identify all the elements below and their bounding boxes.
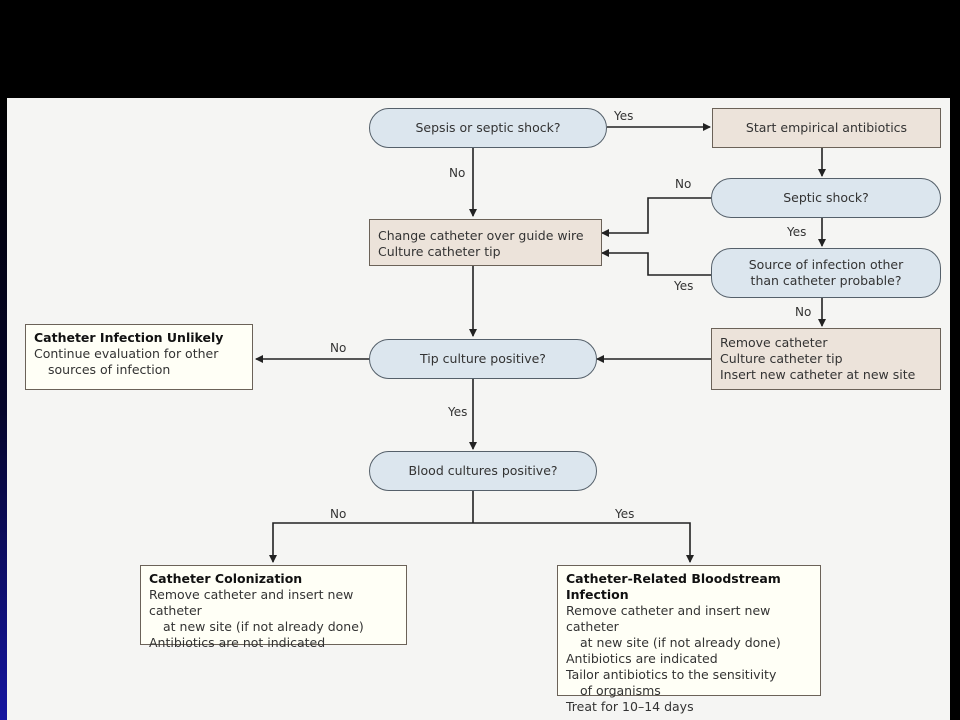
unlikely-line: sources of infection — [48, 362, 171, 377]
label-tip-no: No — [330, 341, 347, 355]
label-source-no: No — [795, 305, 812, 319]
node-tip-culture: Tip culture positive? — [369, 339, 597, 379]
bloodstream-line: Treat for 10–14 days — [566, 699, 694, 714]
edge-shock-no — [601, 197, 711, 237]
unlikely-line: Continue evaluation for other — [34, 346, 219, 361]
edge-source-yes — [601, 249, 711, 276]
node-change-catheter: Change catheter over guide wire Culture … — [369, 219, 602, 266]
node-start-antibiotics: Start empirical antibiotics — [712, 108, 941, 148]
label-shock-yes: Yes — [787, 225, 807, 239]
label-source-yes: Yes — [674, 279, 694, 293]
node-source-infection: Source of infection other than catheter … — [711, 248, 941, 298]
node-remove-catheter: Remove catheter Culture catheter tip Ins… — [711, 328, 941, 390]
bloodstream-line: Antibiotics are indicated — [566, 651, 718, 666]
colonization-line: Antibiotics are not indicated — [149, 635, 326, 650]
label-sepsis-yes: Yes — [614, 109, 634, 123]
bloodstream-line: at new site (if not already done) — [580, 635, 781, 650]
bloodstream-title: Catheter-Related Bloodstream Infection — [566, 571, 781, 602]
node-sepsis: Sepsis or septic shock? — [369, 108, 607, 148]
node-infection-unlikely: Catheter Infection Unlikely Continue eva… — [25, 324, 253, 390]
source-infection-line: than catheter probable? — [750, 273, 902, 288]
node-bloodstream-infection: Catheter-Related Bloodstream Infection R… — [557, 565, 821, 714]
node-blood-cultures: Blood cultures positive? — [369, 451, 597, 491]
label-blood-no: No — [330, 507, 347, 521]
node-septic-shock: Septic shock? — [711, 178, 941, 218]
edge-blood-no — [269, 522, 473, 563]
source-infection-line: Source of infection other — [748, 257, 904, 272]
remove-catheter-line: Remove catheter — [720, 335, 828, 350]
bloodstream-line: Tailor antibiotics to the sensitivity — [566, 667, 777, 682]
bloodstream-line: Remove catheter and insert new catheter — [566, 603, 771, 634]
flowchart-panel: Yes No No Yes Yes No No Yes No Yes Sepsi… — [7, 98, 950, 720]
bloodstream-line: of organisms — [580, 683, 661, 698]
edge-blood-yes — [473, 522, 694, 563]
change-catheter-line: Culture catheter tip — [378, 244, 501, 259]
colonization-title: Catheter Colonization — [149, 571, 303, 586]
change-catheter-line: Change catheter over guide wire — [378, 228, 584, 243]
title-bar — [0, 0, 960, 98]
left-edge — [0, 98, 7, 720]
label-blood-yes: Yes — [615, 507, 635, 521]
right-edge — [950, 98, 960, 720]
colonization-line: at new site (if not already done) — [163, 619, 364, 634]
label-sepsis-no: No — [449, 166, 466, 180]
remove-catheter-line: Insert new catheter at new site — [720, 367, 916, 382]
colonization-line: Remove catheter and insert new catheter — [149, 587, 354, 618]
unlikely-title: Catheter Infection Unlikely — [34, 330, 224, 345]
connector-layer — [255, 123, 826, 563]
label-tip-yes: Yes — [448, 405, 468, 419]
node-colonization: Catheter Colonization Remove catheter an… — [140, 565, 407, 650]
remove-catheter-line: Culture catheter tip — [720, 351, 843, 366]
label-shock-no: No — [675, 177, 692, 191]
